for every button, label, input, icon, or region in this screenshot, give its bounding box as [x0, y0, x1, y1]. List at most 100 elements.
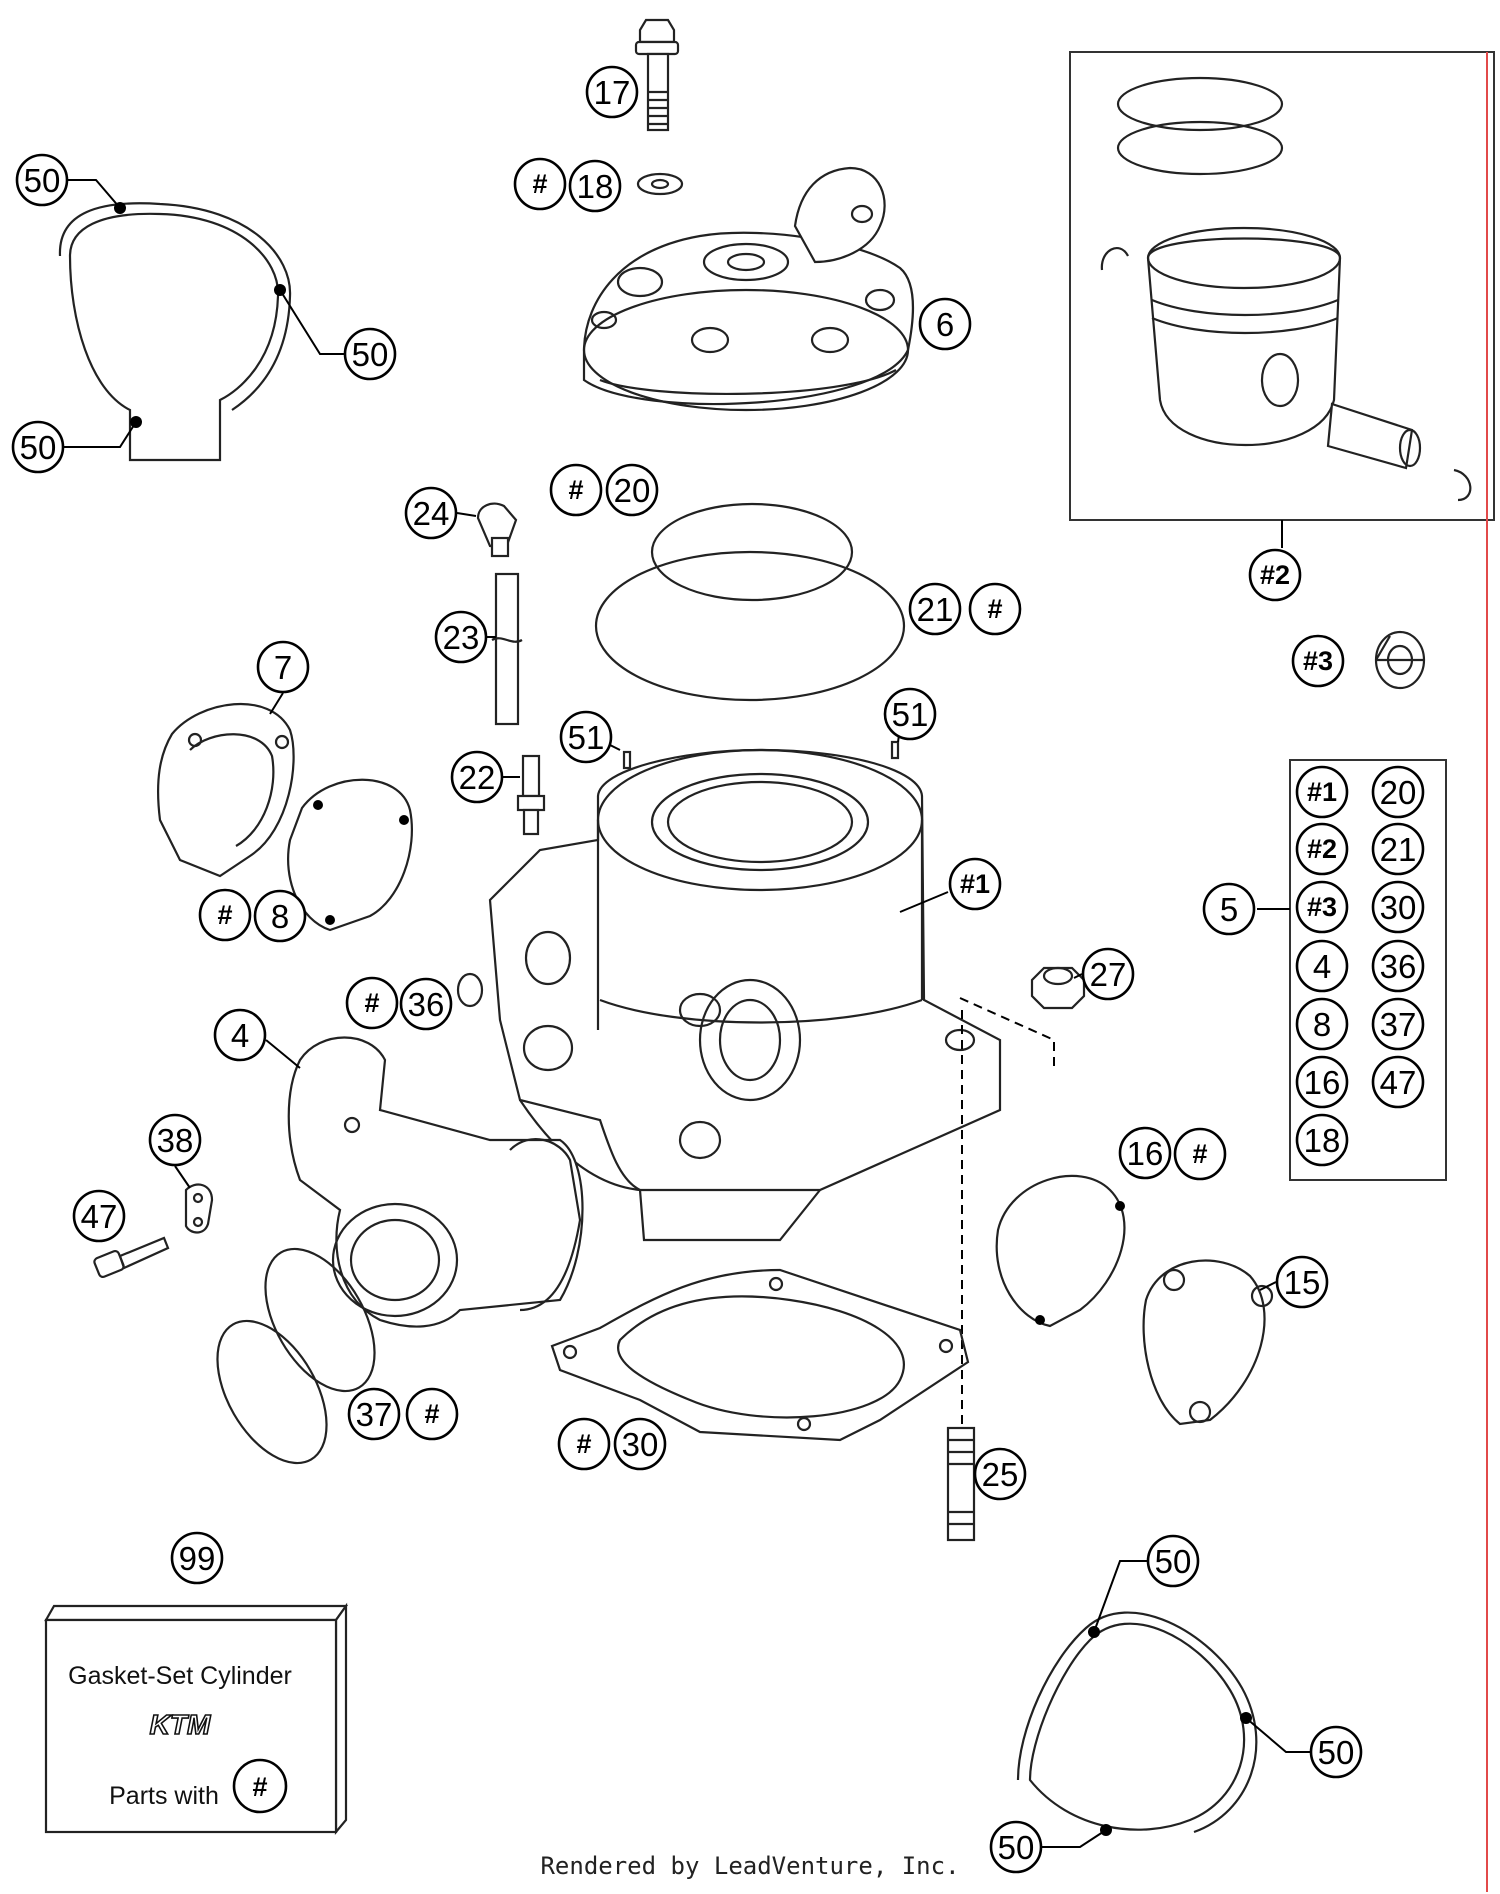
gasket-50-bottom-right-part	[1016, 1611, 1258, 1836]
callout-marker-label: 50	[1318, 1734, 1355, 1771]
callout-marker-label: 24	[413, 495, 450, 532]
o-ring-21-part	[594, 550, 906, 702]
nut-27-part	[1030, 966, 1086, 1010]
callout-marker-circle	[148, 1113, 202, 1167]
callout-marker-label: 50	[1155, 1543, 1192, 1580]
kit-table-marker-7: 36	[1371, 939, 1425, 993]
callout-marker-circle	[883, 687, 937, 741]
callout-marker-label: #	[568, 475, 583, 505]
kit-table-marker-label: 47	[1380, 1064, 1417, 1101]
callout-marker-circle	[1248, 548, 1302, 602]
callout-marker-18: #	[198, 888, 252, 942]
callout-marker-circle	[213, 1008, 267, 1062]
kit-table-marker-circle	[1371, 1055, 1425, 1109]
callout-marker-label: #2	[1260, 560, 1290, 590]
callout-marker-label: 22	[459, 759, 496, 796]
callout-marker-0: 17	[585, 65, 639, 119]
callout-marker-35: 50	[1146, 1534, 1200, 1588]
callout-marker-22: 36	[399, 977, 453, 1031]
gasket-16-part	[995, 1174, 1126, 1328]
kit-table-marker-circle	[1295, 1113, 1349, 1167]
callout-marker-label: 7	[274, 649, 292, 686]
gasket-box-symbol-marker	[232, 1758, 288, 1814]
callout-marker-19: 8	[253, 889, 307, 943]
callout-marker-label: #	[987, 594, 1002, 624]
callout-marker-label: #1	[960, 869, 990, 899]
callout-marker-23: 4	[213, 1008, 267, 1062]
callout-marker-label: 27	[1090, 956, 1127, 993]
callout-marker-circle	[253, 889, 307, 943]
callout-marker-circle	[1291, 634, 1345, 688]
callout-marker-4: 50	[15, 153, 69, 207]
callout-marker-circle	[399, 977, 453, 1031]
kit-table-marker-label: 4	[1313, 948, 1331, 985]
callout-marker-label: 51	[892, 696, 929, 733]
callout-marker-circle	[908, 582, 962, 636]
callout-marker-circle	[973, 1447, 1027, 1501]
callout-marker-circle	[918, 297, 972, 351]
kit-table-marker-label: 8	[1313, 1006, 1331, 1043]
callout-marker-label: 37	[356, 1396, 393, 1433]
callout-marker-2: 18	[568, 159, 622, 213]
washer-18-part	[636, 172, 684, 196]
callout-marker-label: 4	[231, 1017, 249, 1054]
callout-marker-circle	[968, 582, 1022, 636]
callout-marker-circle	[72, 1189, 126, 1243]
hose-23-part	[491, 572, 523, 726]
callout-marker-label: 50	[20, 429, 57, 466]
kit-table-marker-label: 37	[1380, 1006, 1417, 1043]
callout-marker-20: 27	[1081, 947, 1135, 1001]
elbow-fitting-24-part	[476, 502, 518, 558]
callout-marker-circle	[549, 463, 603, 517]
stud-25-part	[946, 1426, 976, 1542]
kit-table-marker-circle	[1295, 880, 1349, 934]
callout-marker-label: #	[1192, 1139, 1207, 1169]
kit-table-marker-circle	[1371, 997, 1425, 1051]
callout-marker-label: 6	[936, 306, 954, 343]
callout-marker-21: #	[345, 976, 399, 1030]
callout-marker-label: 47	[81, 1198, 118, 1235]
kit-table-marker-label: 36	[1380, 948, 1417, 985]
callout-marker-36: 50	[1309, 1725, 1363, 1779]
callout-marker-30: #	[405, 1387, 459, 1441]
callout-marker-circle	[450, 750, 504, 804]
callout-marker-label: #	[217, 900, 232, 930]
callout-marker-circle	[343, 327, 397, 381]
callout-marker-17: #1	[948, 857, 1002, 911]
kit-table-marker-2: #2	[1295, 822, 1349, 876]
callout-marker-circle	[605, 463, 659, 517]
cylinder-head-6-part	[582, 166, 915, 412]
callout-marker-label: 50	[352, 336, 389, 373]
kit-table-marker-circle	[1295, 1055, 1349, 1109]
kit-table-marker-circle	[1295, 997, 1349, 1051]
callout-marker-10: 21	[908, 582, 962, 636]
callout-marker-circle	[256, 640, 310, 694]
callout-marker-label: 38	[157, 1122, 194, 1159]
callout-marker-circle	[345, 976, 399, 1030]
callout-marker-26: #	[1173, 1127, 1227, 1181]
kit-table-marker-label: 21	[1380, 831, 1417, 868]
callout-marker-label: 50	[998, 1829, 1035, 1866]
callout-marker-label: 20	[614, 472, 651, 509]
kit-contents-table	[1289, 759, 1447, 1181]
needle-bearing-3-part	[1374, 630, 1426, 690]
callout-marker-label: #	[576, 1429, 591, 1459]
footer-credit: Rendered by LeadVenture, Inc.	[540, 1852, 960, 1880]
callout-marker-label: #	[532, 169, 547, 199]
bolt-17-part	[634, 18, 680, 132]
callout-marker-34: 99	[170, 1531, 224, 1585]
callout-marker-14: 51	[559, 710, 613, 764]
callout-marker-5: 50	[343, 327, 397, 381]
callout-marker-circle	[559, 710, 613, 764]
callout-marker-label: 18	[577, 168, 614, 205]
kit-table-marker-label: 16	[1304, 1064, 1341, 1101]
gasket-box-symbol: #	[252, 1772, 267, 1802]
callout-marker-8: 20	[605, 463, 659, 517]
kit-table-marker-0: #1	[1295, 765, 1349, 819]
callout-marker-circle	[989, 1820, 1043, 1874]
callout-marker-circle	[557, 1417, 611, 1471]
gasket-set-box-99-part	[44, 1602, 349, 1836]
callout-marker-label: 21	[917, 591, 954, 628]
